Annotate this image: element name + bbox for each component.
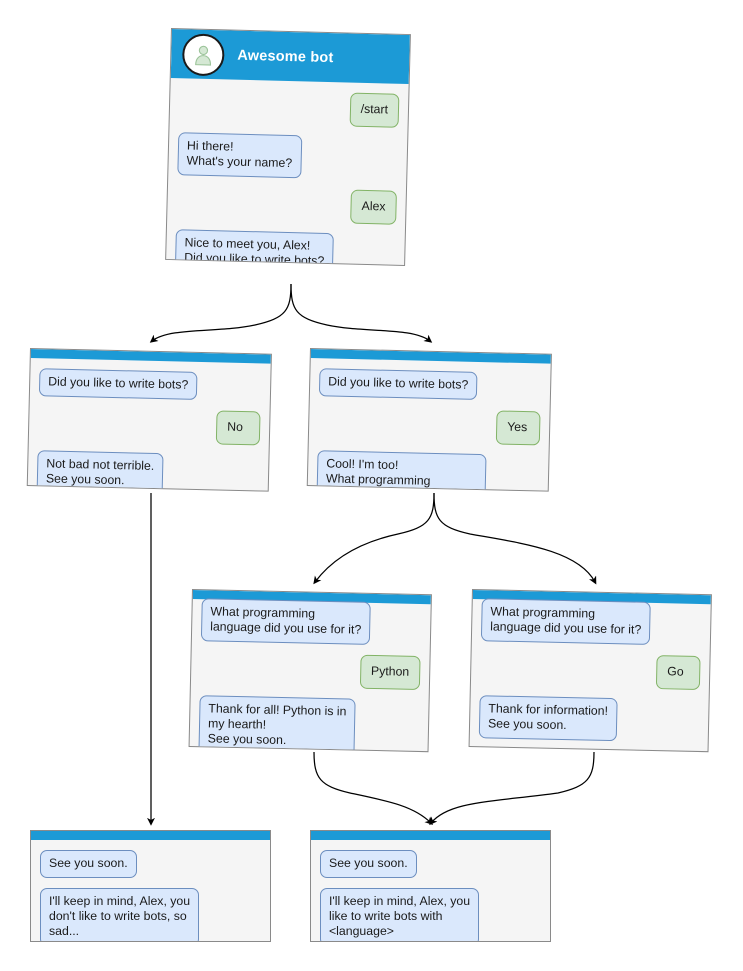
edge-yes-to-go <box>433 492 597 585</box>
edge-root-to-yes <box>290 283 433 343</box>
chat-bubble-bot: What programming language did you use fo… <box>200 598 371 645</box>
chat-bubble-user: Yes <box>495 410 541 446</box>
chat-header-bar <box>311 831 550 840</box>
chat-bubble-bot: Nice to meet you, Alex! Did you like to … <box>174 229 334 266</box>
chat-bubble-user: /start <box>349 92 400 128</box>
user-avatar-icon <box>181 32 225 76</box>
chat-header-bar: Awesome bot <box>170 29 410 85</box>
chat-node-go-branch[interactable]: What programming language did you use fo… <box>468 589 712 753</box>
chat-bubble-user: Alex <box>350 189 397 225</box>
chat-node-end-yes[interactable]: See you soon. I'll keep in mind, Alex, y… <box>310 830 551 942</box>
chat-messages-no-branch: Did you like to write bots? No Not bad n… <box>27 358 270 492</box>
chat-header-bar <box>31 831 270 840</box>
chat-bubble-bot: Did you like to write bots? <box>318 368 478 400</box>
chat-bubble-bot: Thank for information! See you soon. <box>478 695 618 742</box>
edge-root-to-no <box>149 283 292 343</box>
chat-bubble-bot: I'll keep in mind, Alex, you don't like … <box>40 888 200 941</box>
edge-go-to-end-yes <box>429 751 595 826</box>
chat-messages-end-yes: See you soon. I'll keep in mind, Alex, y… <box>311 840 550 941</box>
chat-messages-yes-branch: Did you like to write bots? Yes Cool! I'… <box>307 358 551 492</box>
chat-node-python-branch[interactable]: What programming language did you use fo… <box>188 589 432 753</box>
chat-node-end-no[interactable]: See you soon. I'll keep in mind, Alex, y… <box>30 830 271 942</box>
edge-yes-to-python <box>313 492 435 585</box>
chat-node-no-branch[interactable]: Did you like to write bots? No Not bad n… <box>26 348 272 492</box>
chat-bubble-user: No <box>215 410 261 446</box>
chat-bubble-bot: Did you like to write bots? <box>38 368 198 400</box>
edge-python-to-end-yes <box>313 751 433 825</box>
chat-node-yes-branch[interactable]: Did you like to write bots? Yes Cool! I'… <box>306 348 552 492</box>
chat-bubble-bot: Thank for all! Python is in my hearth! S… <box>198 695 356 753</box>
chat-messages-go-branch: What programming language did you use fo… <box>470 596 711 751</box>
chat-bubble-user: Python <box>359 654 421 690</box>
chat-messages-python-branch: What programming language did you use fo… <box>189 596 431 753</box>
chat-bubble-user: Go <box>655 655 701 690</box>
chat-bubble-bot: I'll keep in mind, Alex, you like to wri… <box>320 888 480 941</box>
chat-bubble-bot: Not bad not terrible. See you soon. <box>36 450 164 492</box>
chat-bubble-bot: Cool! I'm too! What programming language… <box>316 450 487 492</box>
chat-bubble-bot: What programming language did you use fo… <box>480 598 651 645</box>
chat-bubble-bot: See you soon. <box>320 850 417 878</box>
chat-bubble-bot: See you soon. <box>40 850 137 878</box>
bot-name-label: Awesome bot <box>237 47 334 66</box>
chat-messages-root: /start Hi there! What's your name? Alex … <box>166 78 409 266</box>
chat-messages-end-no: See you soon. I'll keep in mind, Alex, y… <box>31 840 270 941</box>
chat-node-root[interactable]: Awesome bot /start Hi there! What's your… <box>165 28 411 266</box>
chat-bubble-bot: Hi there! What's your name? <box>177 132 302 179</box>
